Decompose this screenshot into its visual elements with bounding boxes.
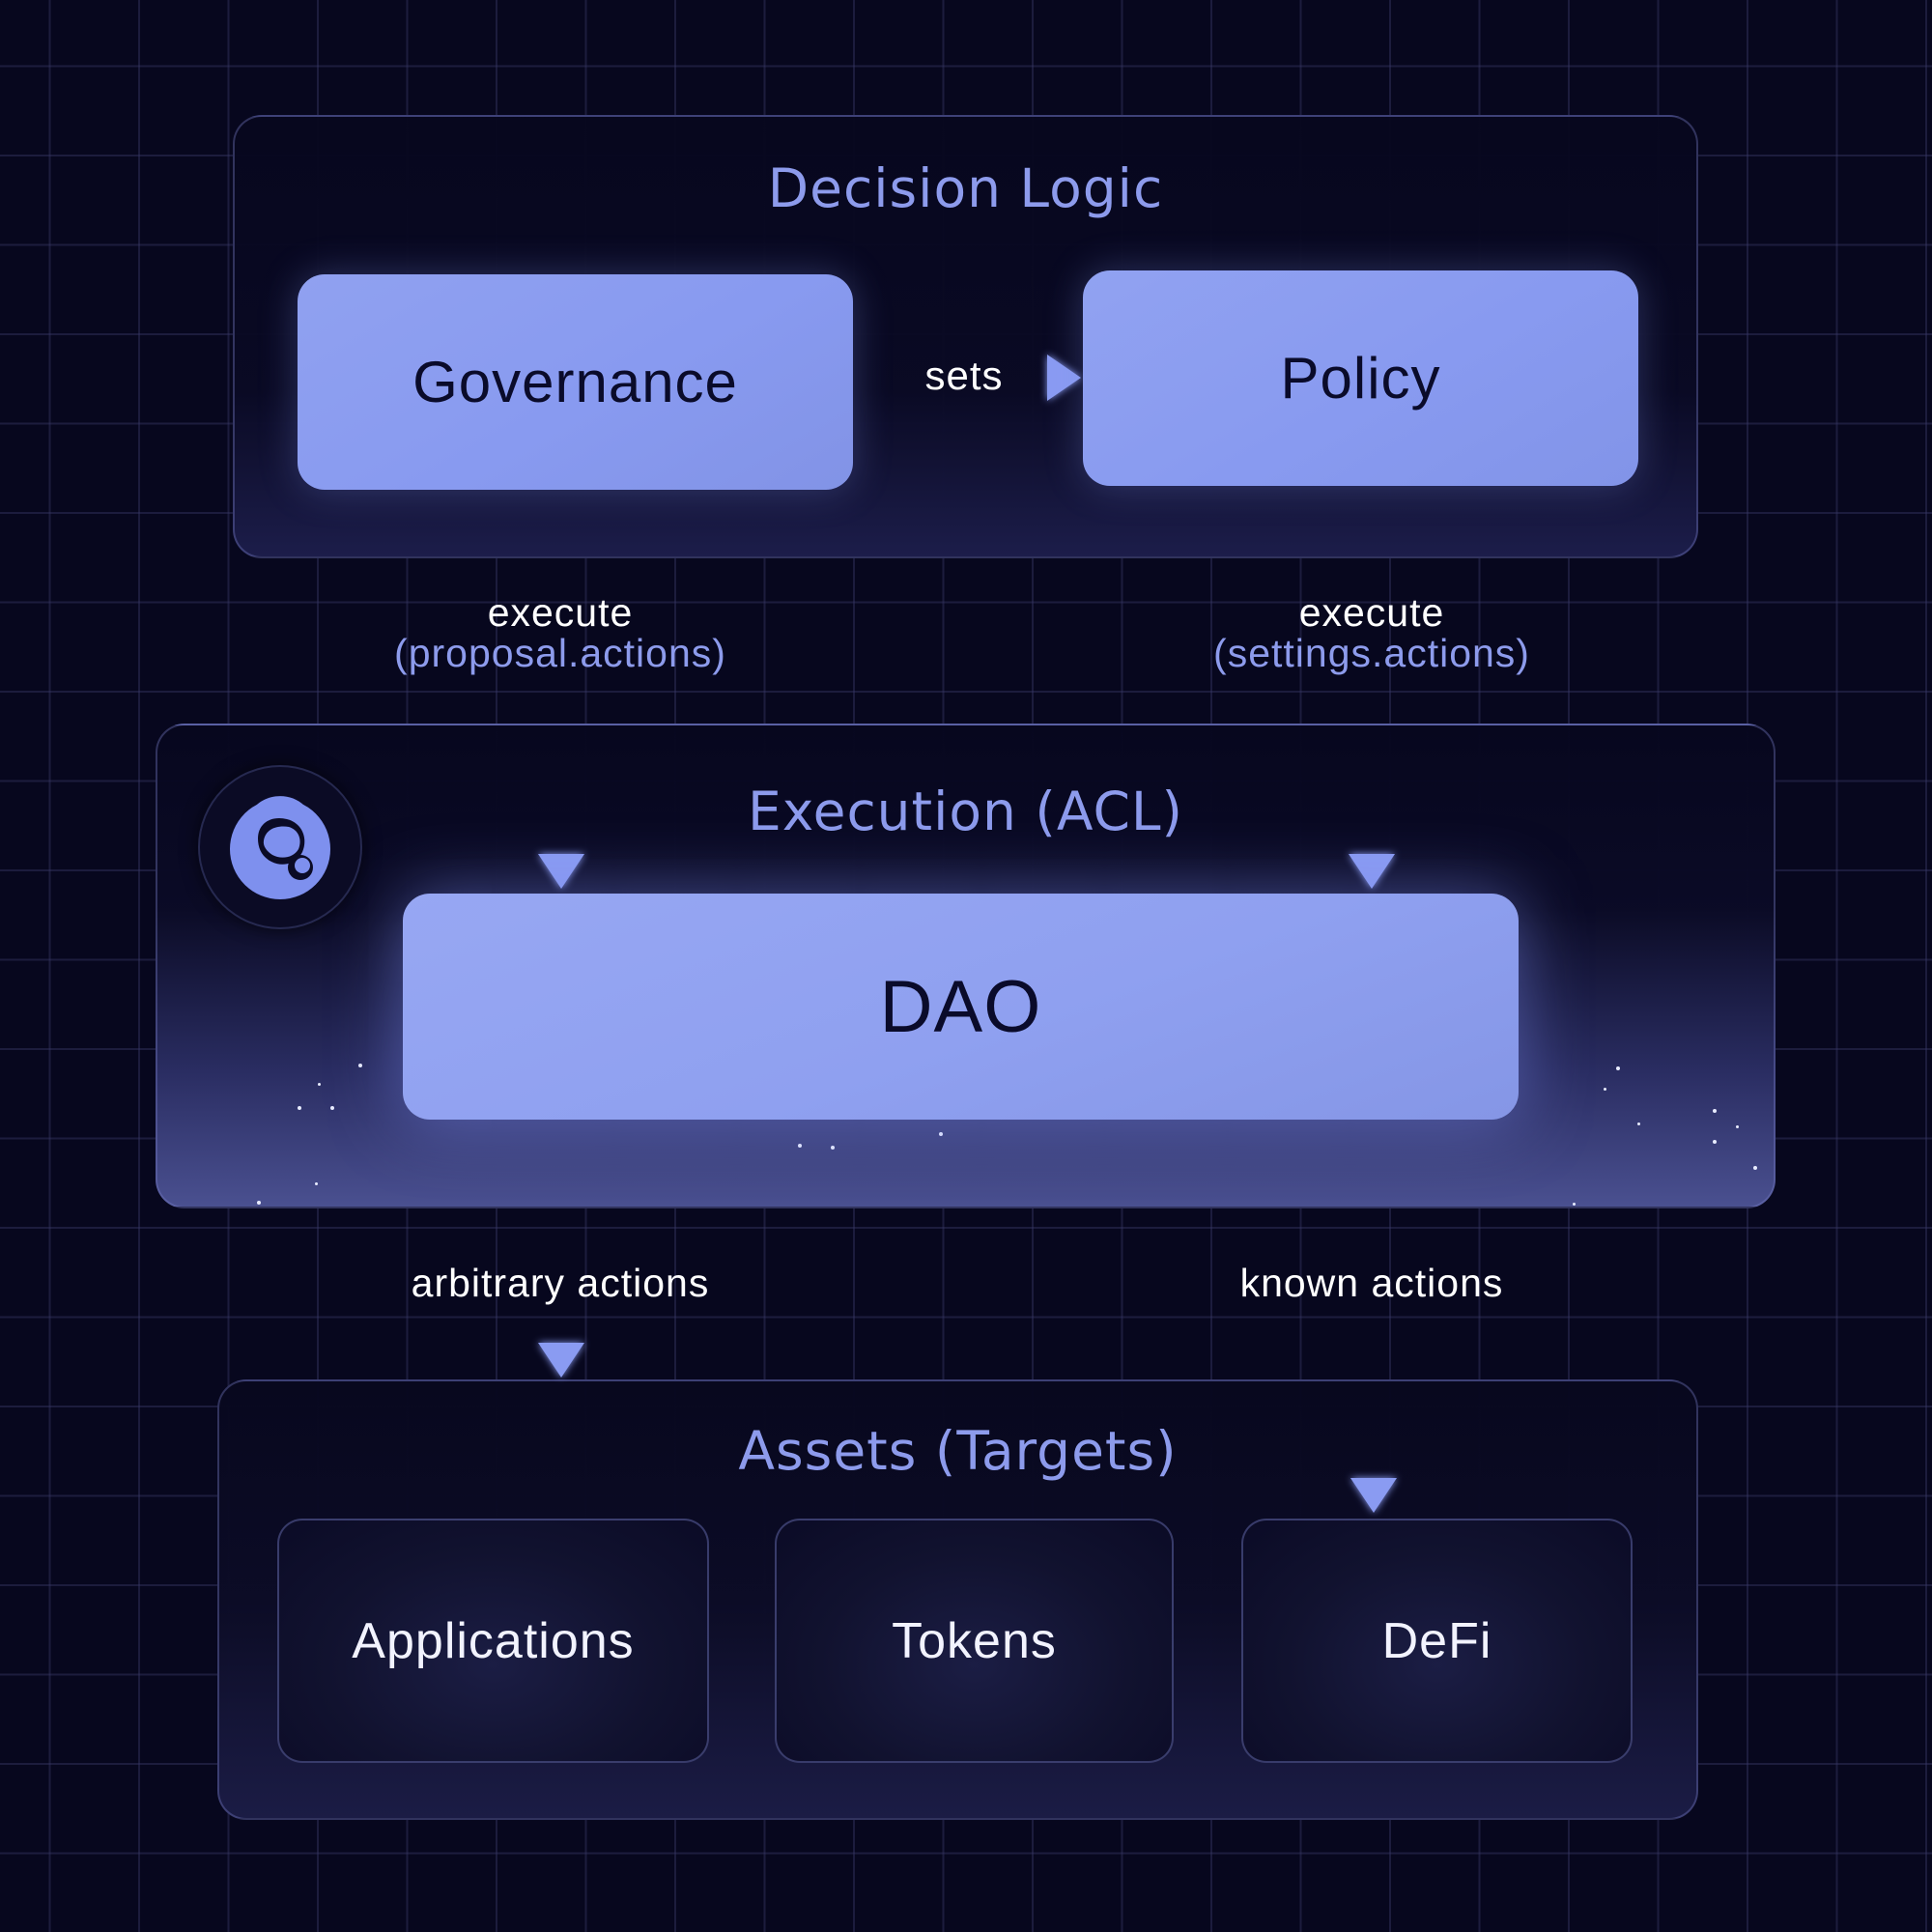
- defi-node: DeFi: [1241, 1519, 1633, 1763]
- star: [939, 1132, 943, 1136]
- edge-label-known-actions: known actions: [1239, 1261, 1504, 1305]
- governance-node: Governance: [298, 274, 853, 490]
- arrowhead-arbitrary: [538, 1343, 584, 1378]
- arrowhead-sets: [1047, 355, 1081, 401]
- policy-node: Policy: [1083, 270, 1638, 486]
- star: [1616, 1066, 1620, 1070]
- arrowhead-left-dao: [538, 854, 584, 889]
- arrowhead-right-dao: [1349, 854, 1395, 889]
- applications-node: Applications: [277, 1519, 709, 1763]
- edge-label-execute-verb: execute: [1298, 590, 1445, 635]
- decision-logic-title: Decision Logic: [767, 157, 1164, 219]
- star: [257, 1201, 261, 1205]
- star: [315, 1182, 318, 1185]
- edge-label-settings-actions: (settings.actions): [1213, 631, 1530, 675]
- edge-label-execute-verb: execute: [487, 590, 634, 635]
- aragon-logo-icon: [198, 765, 362, 929]
- edge-label-sets: sets: [924, 353, 1004, 398]
- star: [831, 1146, 835, 1150]
- star: [1637, 1122, 1640, 1125]
- edge-label-proposal-actions: (proposal.actions): [394, 631, 726, 675]
- star: [330, 1106, 334, 1110]
- star: [1713, 1109, 1717, 1113]
- star: [1736, 1125, 1739, 1128]
- dao-node: DAO: [403, 894, 1519, 1120]
- star: [318, 1083, 321, 1086]
- star: [798, 1144, 802, 1148]
- star: [358, 1064, 362, 1067]
- assets-title: Assets (Targets): [738, 1420, 1178, 1482]
- edge-label-arbitrary-actions: arbitrary actions: [411, 1261, 710, 1305]
- star: [298, 1106, 301, 1110]
- star: [1604, 1088, 1606, 1091]
- execution-title: Execution (ACL): [748, 781, 1183, 842]
- star: [1573, 1203, 1576, 1206]
- tokens-node: Tokens: [775, 1519, 1174, 1763]
- star: [1713, 1140, 1717, 1144]
- edge-label-execute-proposal: execute (proposal.actions): [319, 592, 802, 673]
- star: [1753, 1166, 1757, 1170]
- edge-label-execute-settings: execute (settings.actions): [1130, 592, 1613, 673]
- arrowhead-defi: [1350, 1478, 1397, 1513]
